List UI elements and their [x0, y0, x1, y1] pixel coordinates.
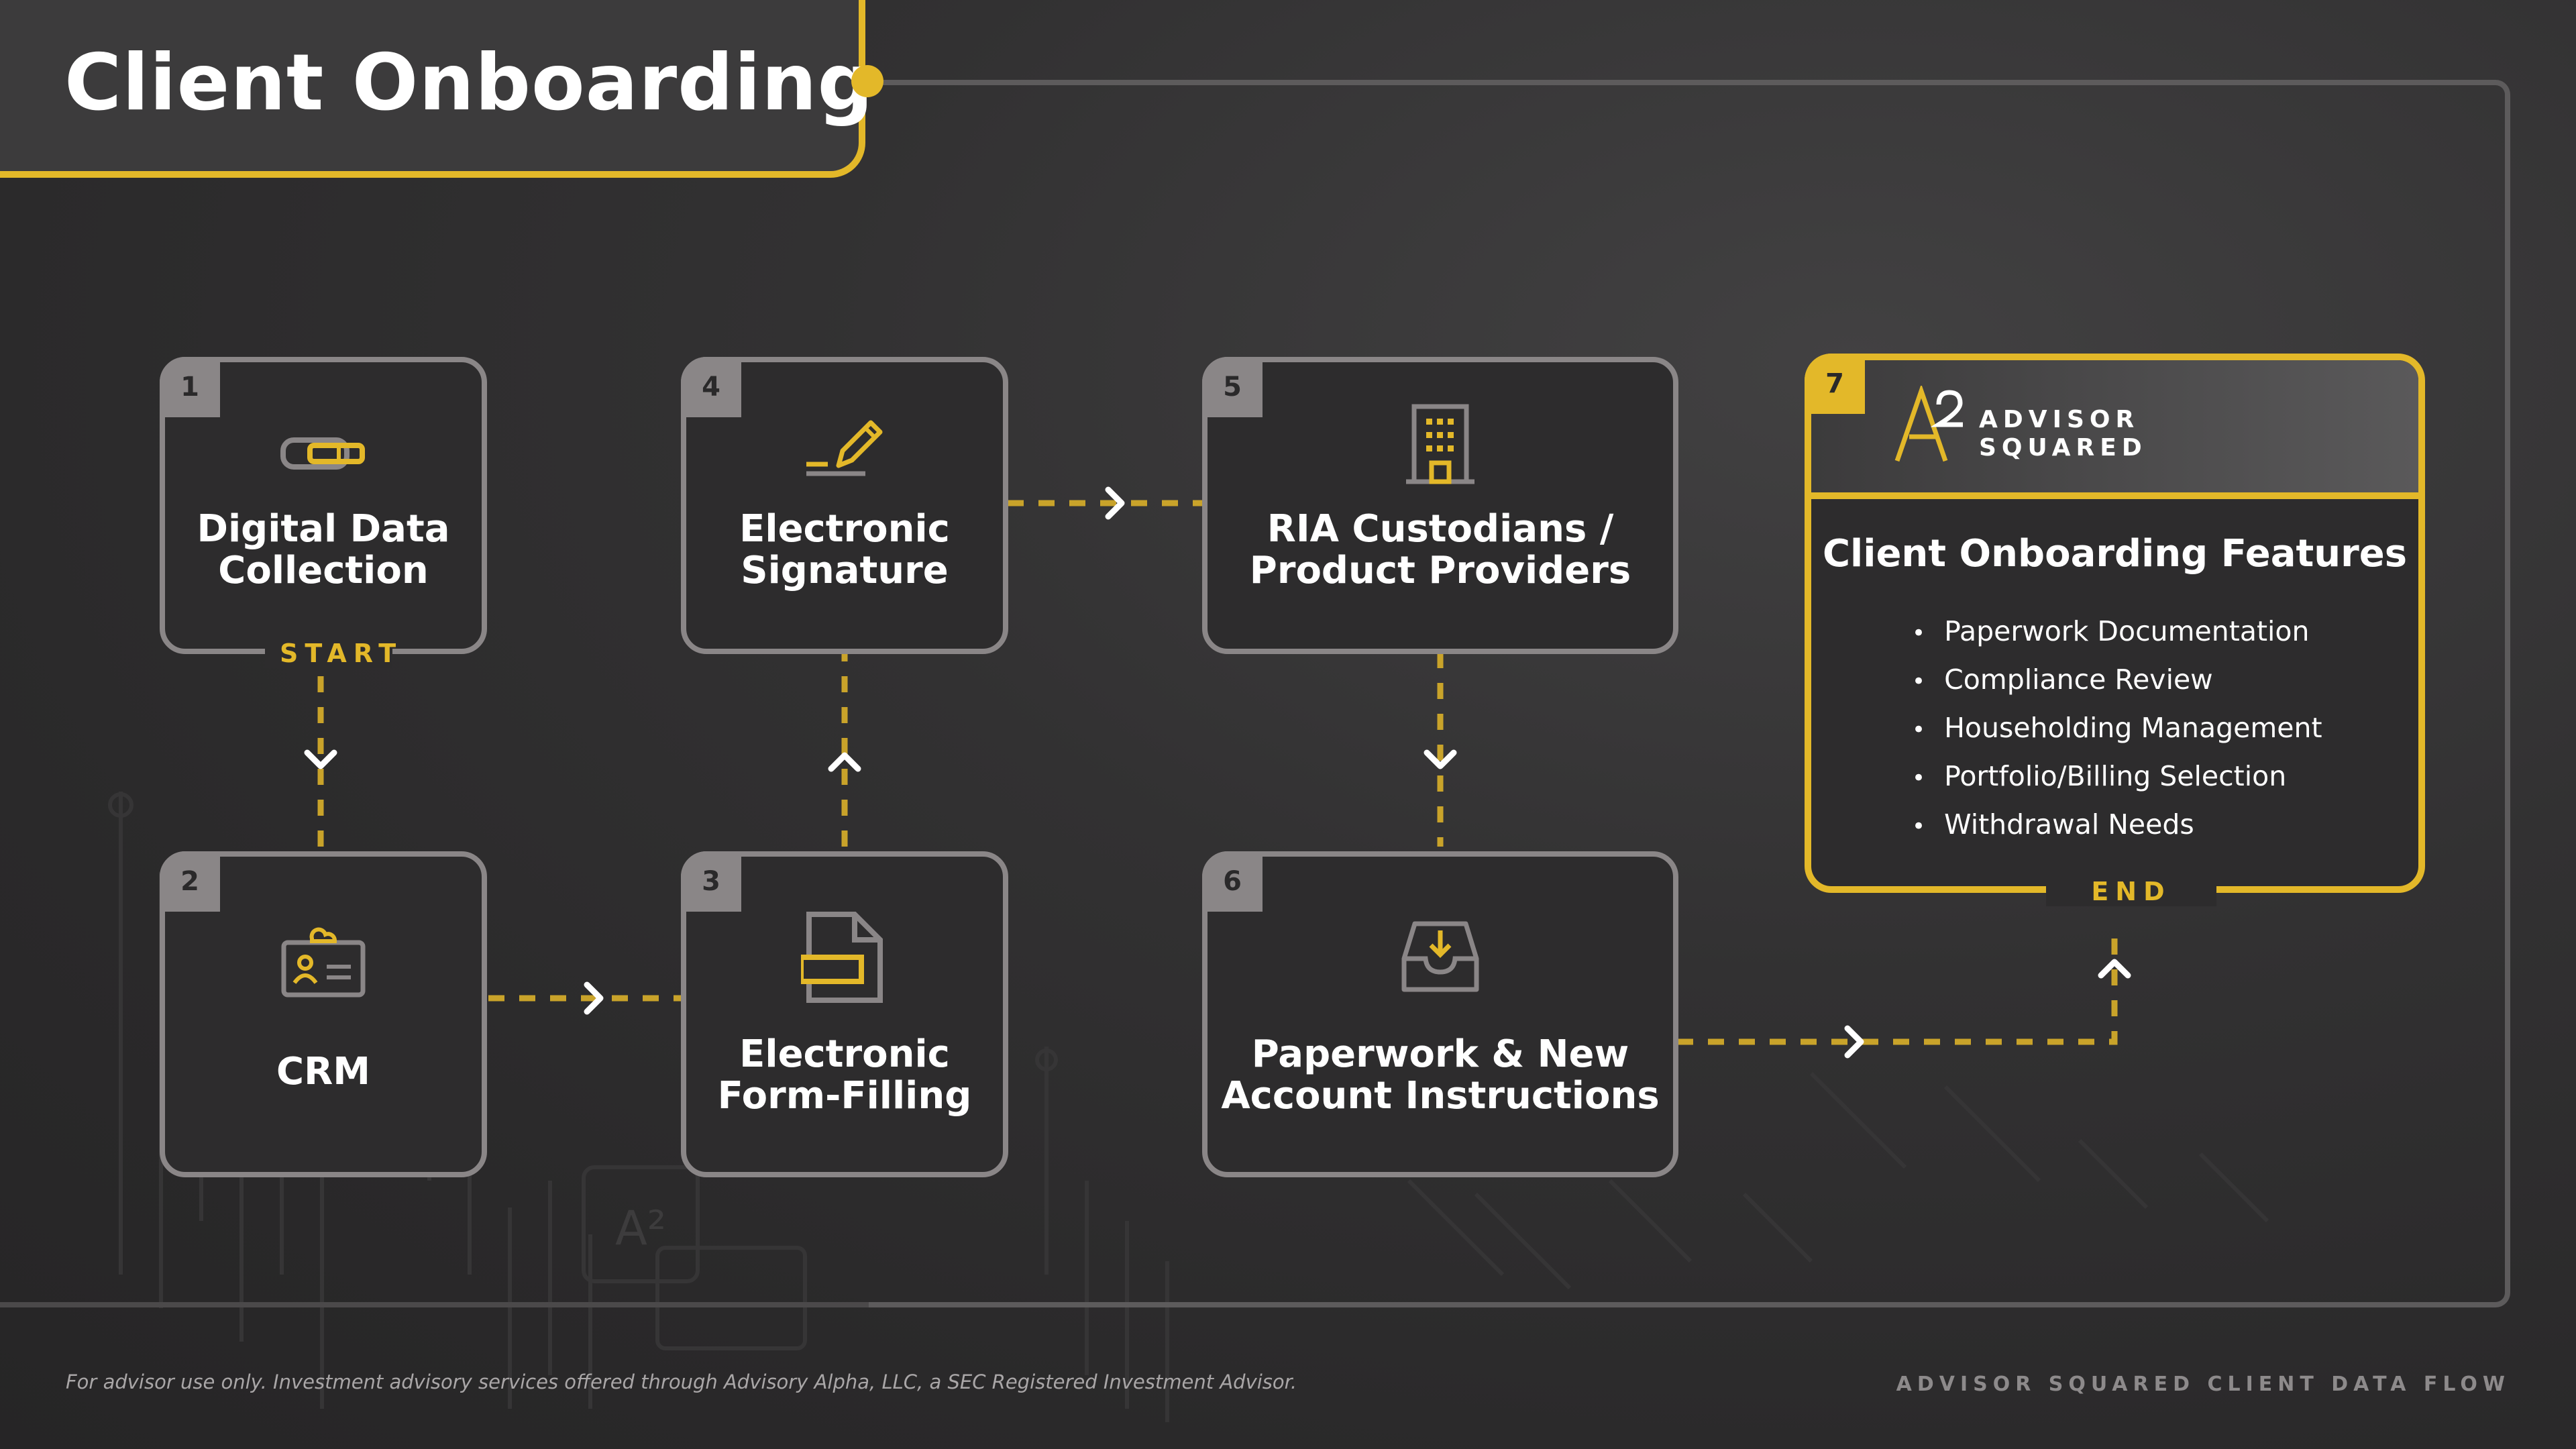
- step-label-line2: Signature: [741, 549, 949, 592]
- step-label-line1: Electronic: [739, 1032, 950, 1076]
- page-title: Client Onboarding: [64, 38, 874, 128]
- footer-disclaimer: For advisor use only. Investment advisor…: [66, 1371, 1297, 1393]
- usb-drive-icon: [280, 437, 365, 470]
- brand-line2: SQUARED: [1979, 434, 2147, 462]
- title-banner: Client Onboarding: [0, 0, 873, 178]
- office-building-icon: [1406, 404, 1474, 484]
- arrow-up-icon: [2098, 959, 2131, 979]
- step-number: 3: [681, 851, 741, 912]
- arrow-right-icon: [1105, 486, 1125, 520]
- arrow-down-icon: [304, 749, 337, 769]
- step-3-electronic-form-filling: 3 Electronic Form-Filling: [681, 851, 1008, 1177]
- svg-text:A²: A²: [615, 1201, 666, 1256]
- inbox-download-icon: [1401, 921, 1479, 992]
- step-4-electronic-signature: 4 Electronic Signature: [681, 357, 1008, 654]
- arrow-down-icon: [1424, 749, 1457, 769]
- footer-label: ADVISOR SQUARED CLIENT DATA FLOW: [1896, 1373, 2510, 1396]
- connector-6-7: [1677, 936, 2118, 1045]
- feature-item: Paperwork Documentation: [1912, 608, 2322, 657]
- step-label: Electronic Form-Filling: [686, 1034, 1003, 1117]
- features-list: Paperwork Documentation Compliance Revie…: [1912, 608, 2322, 850]
- step-label-line2: Form-Filling: [717, 1074, 972, 1118]
- step-2-crm: 2 CRM: [160, 851, 487, 1177]
- step-number: 7: [1805, 354, 1865, 414]
- title-connector-dot: [851, 65, 883, 97]
- arrow-right-icon: [1844, 1025, 1864, 1059]
- step-label-line1: RIA Custodians /: [1267, 507, 1614, 551]
- step-5-ria-custodians: 5 RIA Custodians / Product Providers: [1202, 357, 1678, 654]
- step-number: 2: [160, 851, 220, 912]
- step-label-line1: Paperwork & New: [1251, 1032, 1629, 1076]
- step-label: Electronic Signature: [686, 508, 1003, 592]
- step-label: RIA Custodians / Product Providers: [1208, 508, 1673, 592]
- step-label-line1: Electronic: [739, 507, 950, 551]
- pen-signature-icon: [806, 420, 883, 476]
- feature-item: Withdrawal Needs: [1912, 802, 2322, 850]
- feature-item: Householding Management: [1912, 705, 2322, 753]
- step-number: 1: [160, 357, 220, 417]
- step-6-paperwork-instructions: 6 Paperwork & New Account Instructions: [1202, 851, 1678, 1177]
- step-label: Digital Data Collection: [165, 508, 482, 592]
- step-number: 5: [1202, 357, 1263, 417]
- step-label-line1: CRM: [276, 1050, 370, 1093]
- form-document-icon: [801, 912, 883, 1003]
- arrow-up-icon: [828, 752, 861, 772]
- contact-card-icon: [281, 927, 366, 998]
- step-label-line2: Collection: [218, 549, 429, 592]
- step-label-line2: Account Instructions: [1221, 1074, 1660, 1118]
- step-label-line1: Digital Data: [197, 507, 450, 551]
- step-label: CRM: [165, 1051, 482, 1093]
- step-number: 4: [681, 357, 741, 417]
- brand-line1: ADVISOR: [1979, 406, 2140, 433]
- step-label: Paperwork & New Account Instructions: [1208, 1034, 1673, 1117]
- step-label-line2: Product Providers: [1249, 549, 1631, 592]
- step-1-digital-data-collection: 1 Digital Data Collection START: [160, 357, 487, 668]
- arrow-right-icon: [584, 981, 604, 1015]
- start-tag: START: [265, 639, 396, 668]
- step-number: 6: [1202, 851, 1263, 912]
- brand-name: ADVISOR SQUARED: [1979, 406, 2147, 462]
- end-tag: END: [2046, 877, 2216, 906]
- features-title: Client Onboarding Features: [1822, 532, 2408, 576]
- diagram-frame: [869, 80, 2510, 1307]
- advisor-squared-logo: A2: [1894, 386, 1963, 462]
- brand-header: A2 ADVISOR SQUARED: [1811, 360, 2418, 499]
- feature-item: Portfolio/Billing Selection: [1912, 753, 2322, 802]
- diagram-frame-bottom: [0, 1302, 869, 1307]
- feature-item: Compliance Review: [1912, 657, 2322, 705]
- step-7-client-onboarding-features: A2 ADVISOR SQUARED 7 Client Onboarding F…: [1805, 354, 2425, 906]
